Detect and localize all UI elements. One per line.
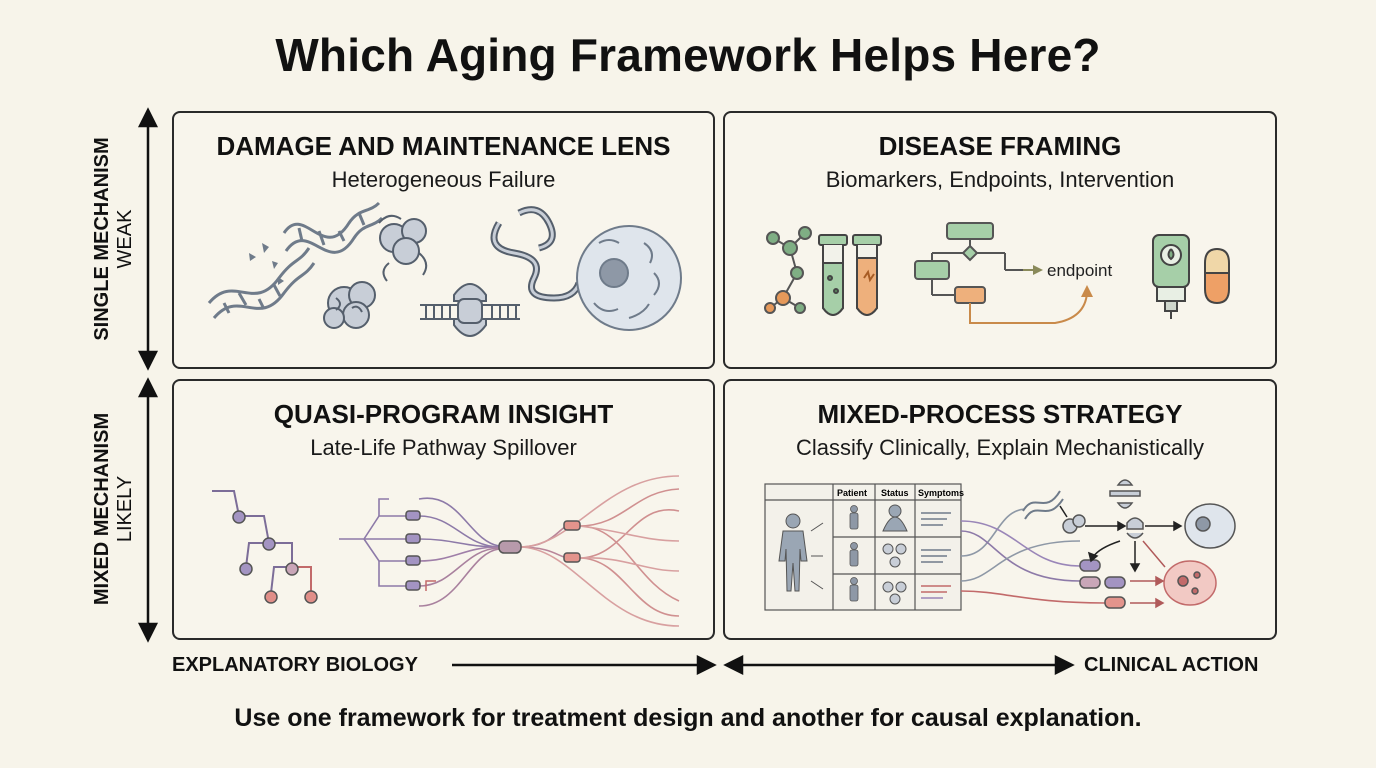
dna-repair-icon: [420, 283, 520, 337]
y-axis-bottom-regular: LIKELY: [114, 475, 136, 543]
endpoint-label: endpoint: [1047, 261, 1113, 280]
pill-icon: [1204, 247, 1230, 305]
biomarker-molecule-icon: [764, 226, 812, 314]
mechanism-links: [960, 508, 1106, 604]
pathway-step-nodes: [405, 510, 581, 591]
page-title: Which Aging Framework Helps Here?: [275, 29, 1101, 81]
damage-illustration: [207, 201, 682, 337]
panel-mixed-process: MIXED-PROCESS STRATEGY Classify Clinical…: [723, 379, 1277, 640]
mechanism-icons: [1022, 479, 1236, 609]
panel-subtitle: Heterogeneous Failure: [331, 167, 556, 192]
mixed-process-illustration: Patient Status Symptoms: [764, 479, 1236, 611]
coiled-protein-icon: [490, 206, 583, 302]
disease-framing-illustration: endpoint: [764, 222, 1230, 324]
dna-fragments-icon: [249, 243, 284, 285]
mechanism-arrows: [1059, 505, 1183, 609]
footer-note: Use one framework for treatment design a…: [234, 704, 1142, 732]
branching-pathway-icon: [212, 490, 312, 594]
test-tube-orange-icon: [852, 234, 882, 316]
y-axis-top-bold: SINGLE MECHANISM: [91, 137, 113, 341]
symptom-lines: [921, 512, 951, 599]
cell-icon: [576, 225, 682, 331]
panel-quasi-program: QUASI-PROGRAM INSIGHT Late-Life Pathway …: [172, 379, 715, 640]
protein-aggregate-icon: [378, 214, 428, 282]
human-figure-icon: [778, 513, 808, 592]
y-axis-top-regular: WEAK: [114, 209, 136, 269]
panel-title: DISEASE FRAMING: [878, 131, 1122, 161]
table-header-patient: Patient: [837, 488, 867, 498]
endpoint-curve-arrow: [969, 292, 1088, 324]
panel-title: DAMAGE AND MAINTENANCE LENS: [216, 131, 671, 161]
panel-subtitle: Late-Life Pathway Spillover: [310, 435, 577, 460]
flowchart-icon: [914, 222, 1035, 304]
panel-damage-maintenance: DAMAGE AND MAINTENANCE LENS Heterogeneou…: [172, 111, 715, 369]
panel-subtitle: Classify Clinically, Explain Mechanistic…: [796, 435, 1204, 460]
pathway-fan-lines: [339, 475, 680, 627]
pathway-spillover-illustration: [212, 475, 680, 627]
intervention-device-icon: [1152, 234, 1190, 319]
panel-subtitle: Biomarkers, Endpoints, Intervention: [825, 167, 1175, 192]
panel-title: MIXED-PROCESS STRATEGY: [817, 399, 1183, 429]
patient-small-icons: [849, 505, 859, 602]
misfolded-protein-icon: [323, 281, 376, 329]
table-header-symptoms: Symptoms: [918, 488, 964, 498]
panel-title: QUASI-PROGRAM INSIGHT: [273, 399, 614, 429]
flow-arrow-head: [1033, 265, 1043, 275]
x-axis-label-right: CLINICAL ACTION: [1084, 654, 1259, 676]
y-axis-label-top: SINGLE MECHANISM WEAK: [90, 119, 140, 359]
status-icons: [882, 504, 908, 605]
y-axis-bottom-bold: MIXED MECHANISM: [91, 412, 113, 606]
x-axis-label-left: EXPLANATORY BIOLOGY: [172, 654, 418, 676]
panel-disease-framing: DISEASE FRAMING Biomarkers, Endpoints, I…: [723, 111, 1277, 369]
broken-dna-icon: [207, 201, 384, 319]
pathway-nodes: [232, 510, 318, 604]
table-header-status: Status: [881, 488, 909, 498]
y-axis-label-bottom: MIXED MECHANISM LIKELY: [90, 389, 140, 629]
test-tube-green-icon: [818, 234, 848, 316]
